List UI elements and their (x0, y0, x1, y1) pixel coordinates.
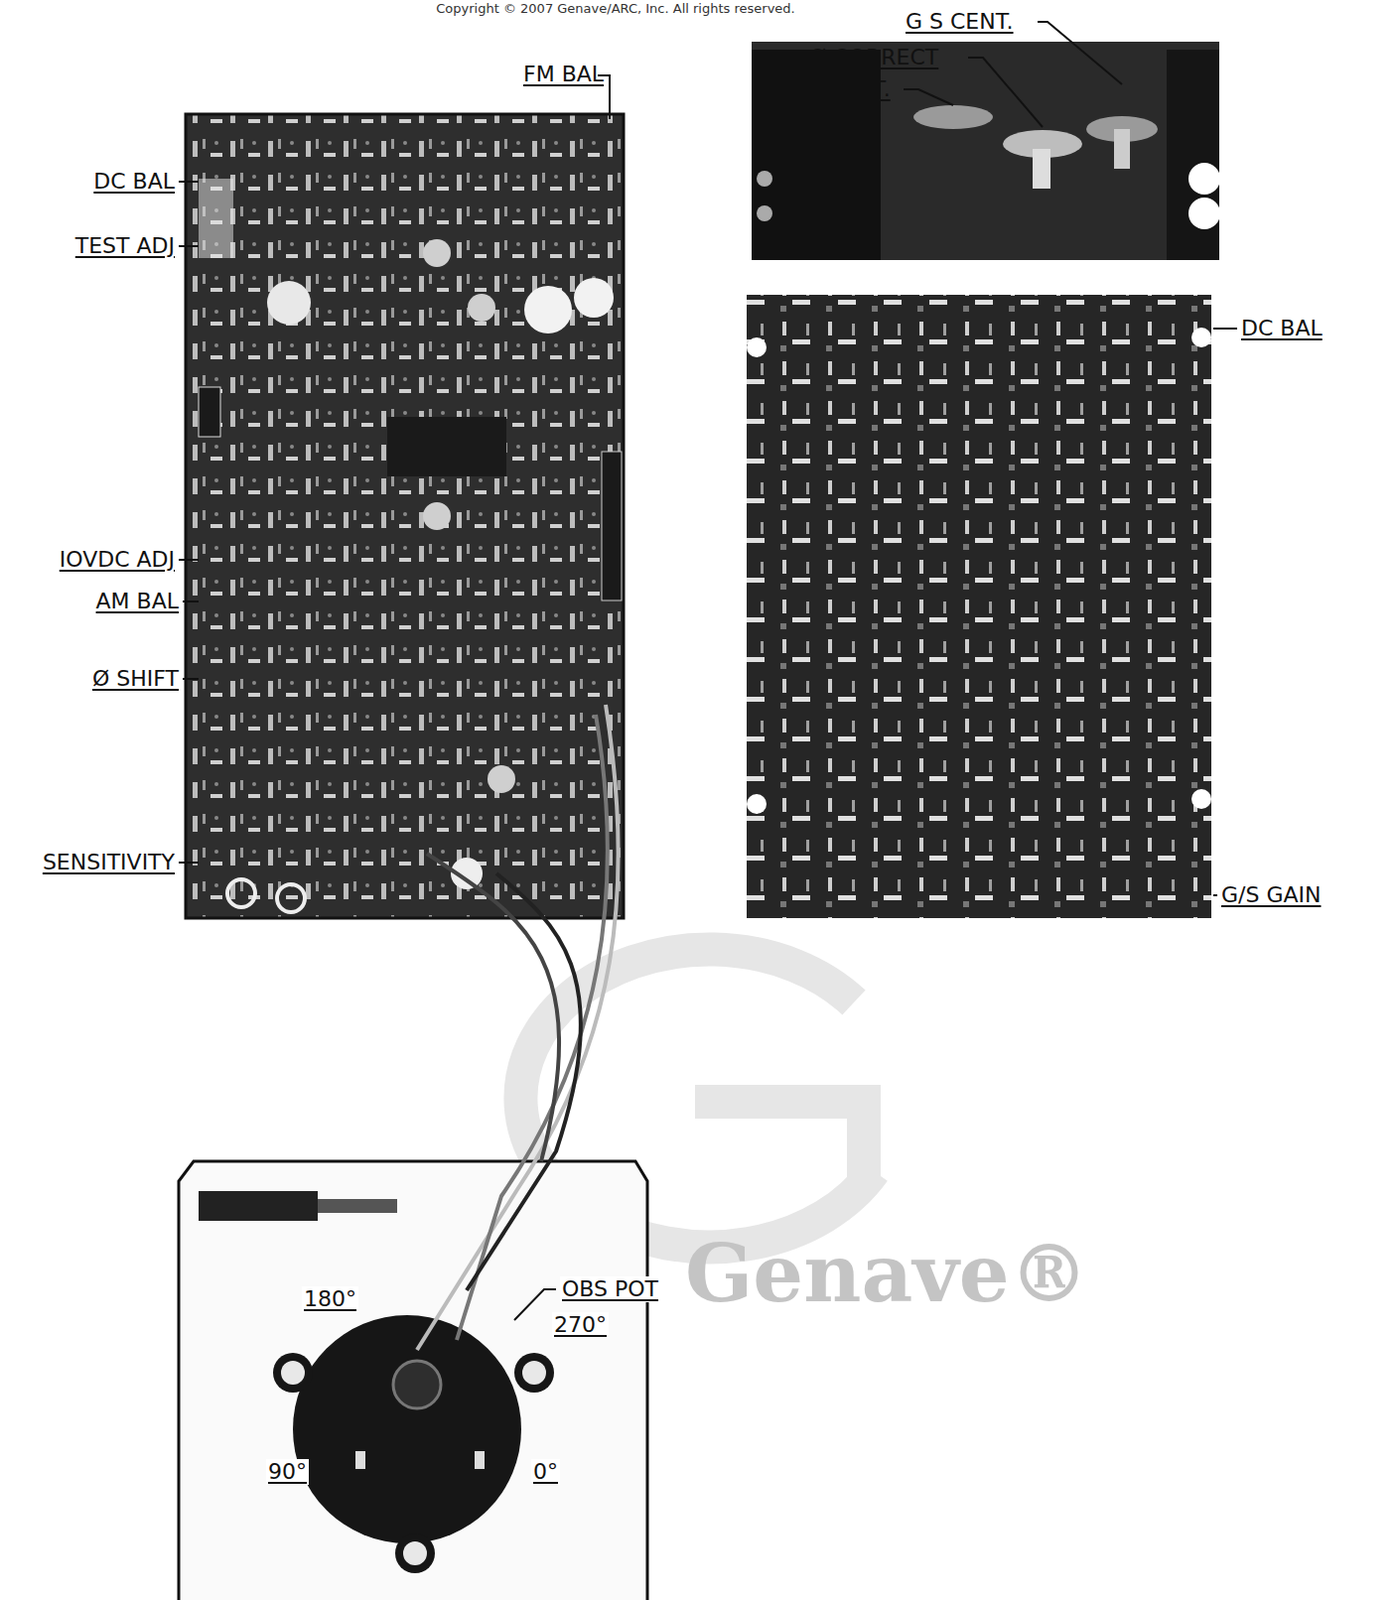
adjustment-label: LOC CENT. (776, 76, 891, 103)
angle-mark: 90° (266, 1459, 309, 1486)
part-label: OBS POT (559, 1276, 661, 1303)
copyright-note: Copyright © 2007 Genave/ARC, Inc. All ri… (435, 0, 795, 17)
adjustment-label: G/S GAIN (1221, 882, 1321, 909)
adjustment-label: Ø CORRECT (809, 44, 939, 71)
adjustment-label: TEST ADJ (75, 233, 175, 260)
adjustment-label: SENSITIVITY (42, 849, 175, 876)
angle-mark: 180° (301, 1286, 359, 1313)
adjustment-label: DC BAL (1241, 315, 1323, 342)
adjustment-label: G S CENT. (905, 8, 1014, 35)
watermark: Genave® (685, 1229, 1090, 1319)
angle-mark: 270° (552, 1312, 609, 1339)
adjustment-label: DC BAL (93, 168, 175, 195)
adjustment-label: AM BAL (96, 588, 179, 615)
angle-mark: 0° (531, 1459, 560, 1486)
adjustment-label: IOVDC ADJ (59, 547, 175, 573)
adjustment-label: FM BAL (523, 61, 604, 88)
adjustment-label: Ø SHIFT (92, 666, 179, 693)
